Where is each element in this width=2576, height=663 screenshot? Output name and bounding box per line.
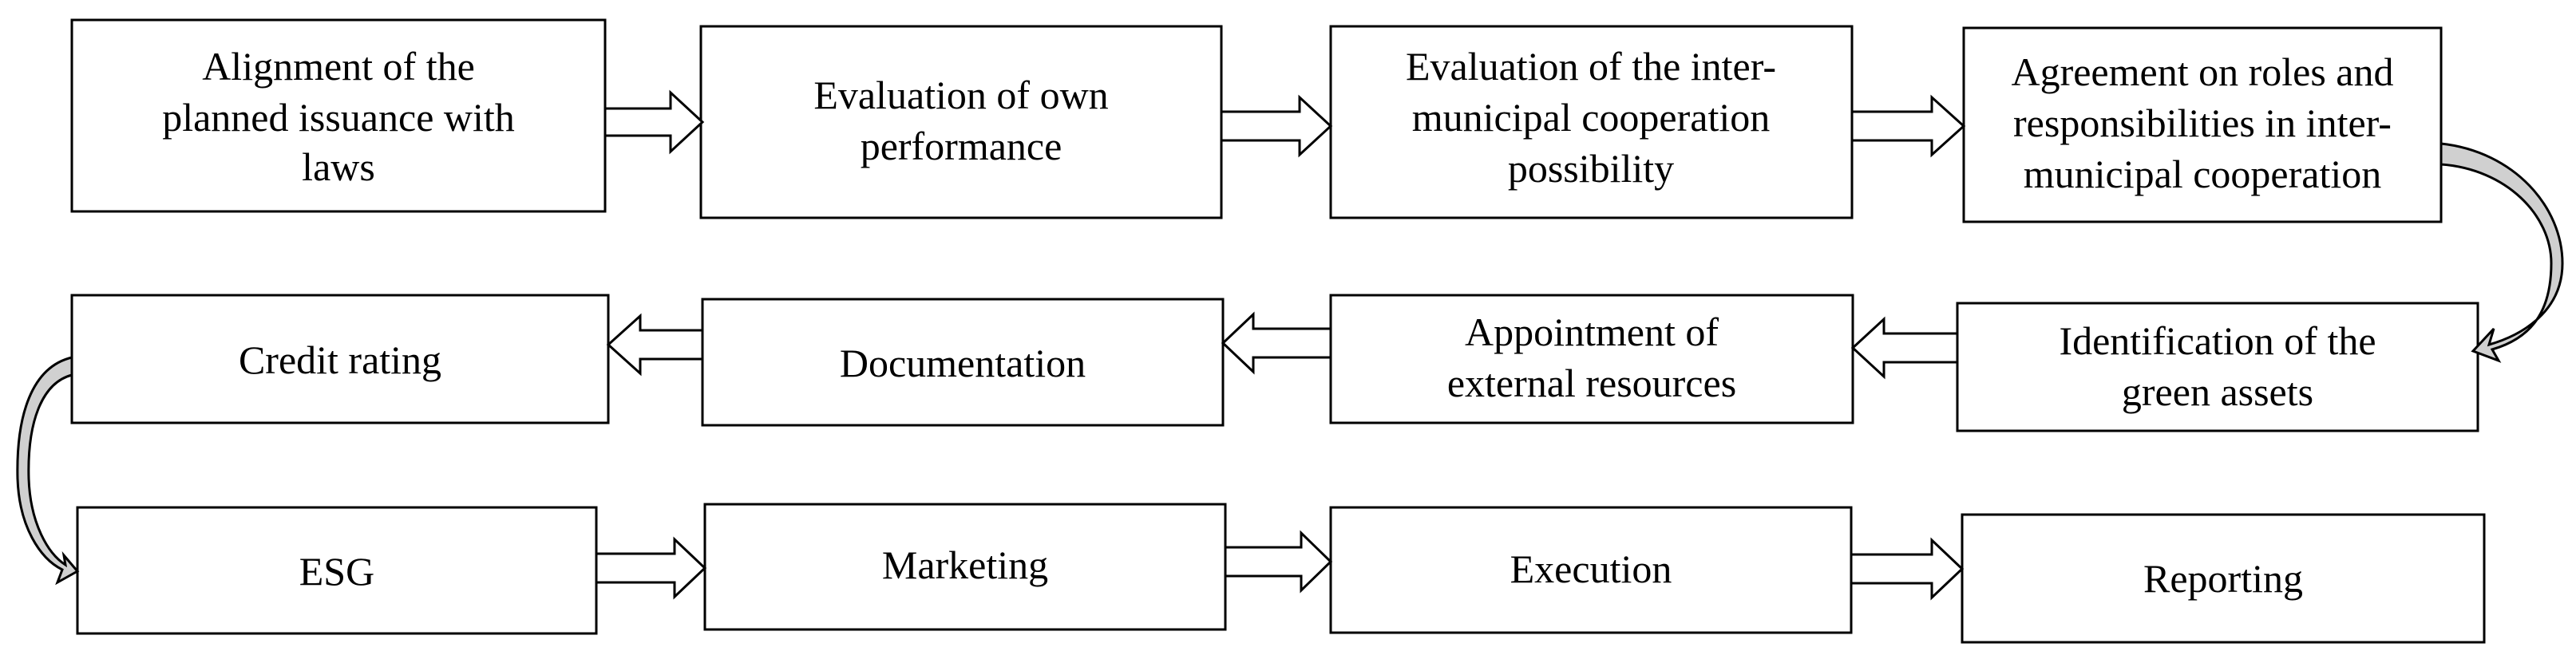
curved-connector-left xyxy=(16,356,80,586)
step-label-line: Agreement on roles and xyxy=(2011,49,2393,94)
step-box-intermunicipal-possibility: Evaluation of the inter- municipal coope… xyxy=(1329,25,1854,219)
step-label-line: Evaluation of own xyxy=(813,73,1108,117)
step-label-line: external resources xyxy=(1447,361,1736,405)
step-label-line: responsibilities in inter- xyxy=(2013,101,2392,145)
step-box-own-performance: Evaluation of own performance xyxy=(699,25,1223,219)
step-label-line: Marketing xyxy=(882,543,1048,587)
step-label-line: ESG xyxy=(299,549,374,594)
curved-connector-right xyxy=(2439,142,2564,363)
step-label-line: Alignment of the xyxy=(202,44,475,89)
step-label-line: Credit rating xyxy=(239,337,441,382)
step-box-green-assets: Identification of the green assets xyxy=(1956,302,2479,432)
step-box-credit-rating: Credit rating xyxy=(70,294,610,424)
left-arrow-icon xyxy=(1221,311,1332,375)
right-arrow-icon xyxy=(1850,537,1965,601)
step-box-marketing: Marketing xyxy=(703,503,1227,631)
step-label-line: planned issuance with xyxy=(162,95,515,140)
step-box-execution: Execution xyxy=(1329,506,1853,634)
right-arrow-icon xyxy=(1220,94,1333,158)
step-label-line: performance xyxy=(861,124,1062,168)
left-arrow-icon xyxy=(606,313,704,377)
step-label-line: possibility xyxy=(1508,146,1674,191)
step-label-line: municipal cooperation xyxy=(2024,152,2381,196)
step-label-line: laws xyxy=(302,144,375,189)
step-label-line: Documentation xyxy=(840,341,1086,385)
step-label-line: Appointment of xyxy=(1465,310,1719,354)
step-box-documentation: Documentation xyxy=(701,298,1225,427)
step-label-line: Reporting xyxy=(2143,556,2303,601)
step-label-line: Identification of the xyxy=(2059,318,2376,363)
step-label-line: Execution xyxy=(1510,547,1672,591)
step-label-line: municipal cooperation xyxy=(1412,95,1770,140)
step-label-line: green assets xyxy=(2122,369,2313,414)
right-arrow-icon xyxy=(1224,530,1333,594)
right-arrow-icon xyxy=(1850,94,1966,158)
right-arrow-icon xyxy=(595,536,707,600)
step-box-esg: ESG xyxy=(76,506,598,635)
step-box-alignment: Alignment of the planned issuance with l… xyxy=(70,18,607,213)
right-arrow-icon xyxy=(603,89,705,155)
step-label-line: Evaluation of the inter- xyxy=(1406,44,1776,89)
step-box-reporting: Reporting xyxy=(1961,513,2486,644)
step-box-external-resources: Appointment of external resources xyxy=(1329,294,1854,424)
left-arrow-icon xyxy=(1850,316,1959,380)
step-box-roles-agreement: Agreement on roles and responsibilities … xyxy=(1962,26,2443,223)
